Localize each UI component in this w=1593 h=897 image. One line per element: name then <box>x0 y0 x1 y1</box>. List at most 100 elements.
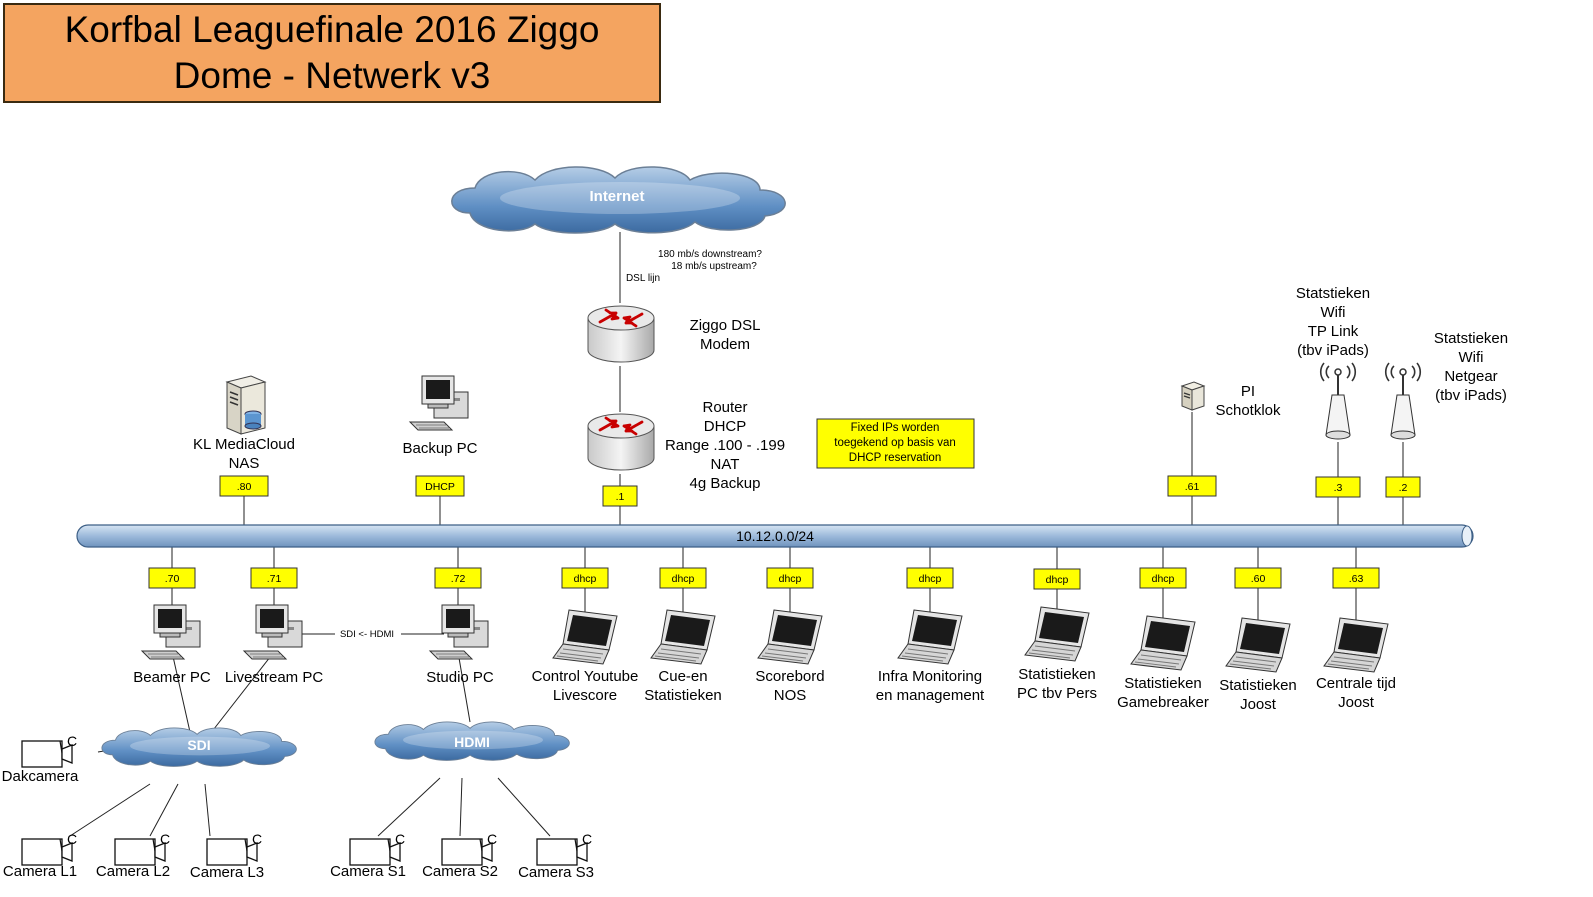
laptop-ip-tag: dhcp <box>1139 567 1187 589</box>
ap-netgear-label: Wifi <box>1459 349 1484 366</box>
dsl-line-label: DSL lijn <box>626 273 660 284</box>
camera-glyph: C <box>582 831 592 847</box>
ip-tag-box <box>659 567 707 589</box>
camera-icon <box>441 838 493 866</box>
router-icon <box>586 304 656 364</box>
hdmi-camera-link <box>497 777 551 837</box>
laptop-label: Statistieken <box>644 687 722 704</box>
subnet-label: 10.12.0.0/24 <box>736 528 814 544</box>
camera-icon <box>349 838 401 866</box>
ap-tplink-label: (tbv iPads) <box>1297 342 1369 359</box>
ap-tplink-ip-tag: .3 <box>1315 476 1361 498</box>
hdmi-camera-label: Camera S1 <box>330 863 406 880</box>
desktop-pc-icon <box>141 604 201 660</box>
ip-tag-label: .72 <box>451 573 466 585</box>
laptop-icon <box>552 609 618 665</box>
laptop-icon <box>897 609 963 665</box>
pc-ip-tag: .71 <box>250 567 298 589</box>
sdi-camera-label: Camera L1 <box>3 863 77 880</box>
sdi-hdmi-label: SDI <- HDMI <box>340 629 394 640</box>
ap-tplink-label: Wifi <box>1321 304 1346 321</box>
camera-icon <box>21 740 73 768</box>
camera-glyph: C <box>160 831 170 847</box>
camera-glyph: C <box>487 831 497 847</box>
backbone-end <box>1461 525 1473 547</box>
ip-tag-label: .70 <box>165 573 180 585</box>
laptop-label: Statistieken <box>1124 675 1202 692</box>
ip-tag-box <box>1167 475 1217 497</box>
ip-tag-box <box>415 475 465 497</box>
note-line: DHCP reservation <box>849 452 941 464</box>
ip-tag-label: .80 <box>237 481 252 493</box>
wifi-access-point-icon <box>1384 362 1422 440</box>
nas-ip-tag: .80 <box>219 475 269 497</box>
pc-label: Livestream PC <box>225 669 324 686</box>
ap-tplink-label: TP Link <box>1308 323 1359 340</box>
laptop-icon <box>757 609 823 665</box>
laptop-ip-tag: .60 <box>1234 567 1282 589</box>
ip-tag-box <box>906 567 954 589</box>
ip-tag-box <box>602 485 638 507</box>
ap-netgear-label: Netgear <box>1444 368 1497 385</box>
pi-ip-tag: .61 <box>1167 475 1217 497</box>
laptop-label: Scorebord <box>755 668 824 685</box>
sdi-camera-link <box>69 783 151 837</box>
ip-tag-label: DHCP <box>425 481 455 493</box>
router-label: Router <box>702 399 747 416</box>
ip-tag-box <box>1332 567 1380 589</box>
camera-icon <box>206 838 258 866</box>
ip-tag-box <box>250 567 298 589</box>
laptop-label: Joost <box>1240 696 1277 713</box>
pi-label: PI <box>1241 383 1255 400</box>
camera-icon <box>21 838 73 866</box>
laptop-ip-tag: dhcp <box>561 567 609 589</box>
router-ip-tag: .1 <box>602 485 638 507</box>
router-label: 4g Backup <box>690 475 761 492</box>
nas-label: KL MediaCloud <box>193 436 295 453</box>
ip-tag-label: .3 <box>1334 482 1343 494</box>
studio-hdmi-link <box>457 651 471 723</box>
camera-icon <box>114 838 166 866</box>
downstream-note: 180 mb/s downstream? <box>658 249 762 260</box>
laptop-label: Control Youtube <box>532 668 639 685</box>
sdi-cloud-label: SDI <box>187 737 210 753</box>
pc-label: Beamer PC <box>133 669 211 686</box>
router-label: DHCP <box>704 418 747 435</box>
connection-lines: SDI <- HDMI <box>69 232 1404 837</box>
ap-tplink-label: Statstieken <box>1296 285 1370 302</box>
modem-label: Modem <box>700 336 750 353</box>
network-bus: 10.12.0.0/24 <box>76 524 1474 548</box>
pc-ip-tag: .72 <box>434 567 482 589</box>
ip-tag-label: dhcp <box>919 573 942 585</box>
hdmi-camera-label: Camera S3 <box>518 864 594 881</box>
hdmi-camera-label: Camera S2 <box>422 863 498 880</box>
camera-glyph: C <box>395 831 405 847</box>
sdi-camera-label: Dakcamera <box>2 768 79 785</box>
laptop-ip-tag: .63 <box>1332 567 1380 589</box>
note-line: Fixed IPs worden <box>851 422 940 434</box>
laptop-icon <box>1323 617 1389 673</box>
ip-tag-box <box>1315 476 1361 498</box>
laptop-icon <box>1130 615 1196 671</box>
ip-tag-label: dhcp <box>574 573 597 585</box>
laptop-label: Infra Monitoring <box>878 668 982 685</box>
ip-tag-box <box>434 567 482 589</box>
sdi-camera-link <box>149 783 179 837</box>
hdmi-cloud-label: HDMI <box>454 734 490 750</box>
ap-netgear-label: Statstieken <box>1434 330 1508 347</box>
ip-tag-label: .61 <box>1185 481 1200 493</box>
backup-pc-label: Backup PC <box>402 440 477 457</box>
ip-tag-label: .60 <box>1251 573 1266 585</box>
ip-tag-label: dhcp <box>1046 574 1069 586</box>
laptop-label: Livescore <box>553 687 617 704</box>
note-box <box>816 418 975 469</box>
ip-tag-box <box>219 475 269 497</box>
modem-label: Ziggo DSL <box>690 317 761 334</box>
backup-pc-ip-tag: DHCP <box>415 475 465 497</box>
pi-label: Schotklok <box>1215 402 1281 419</box>
laptop-ip-tag: dhcp <box>766 567 814 589</box>
ip-tag-label: .1 <box>616 491 625 503</box>
sdi-camera-label: Camera L2 <box>96 863 170 880</box>
